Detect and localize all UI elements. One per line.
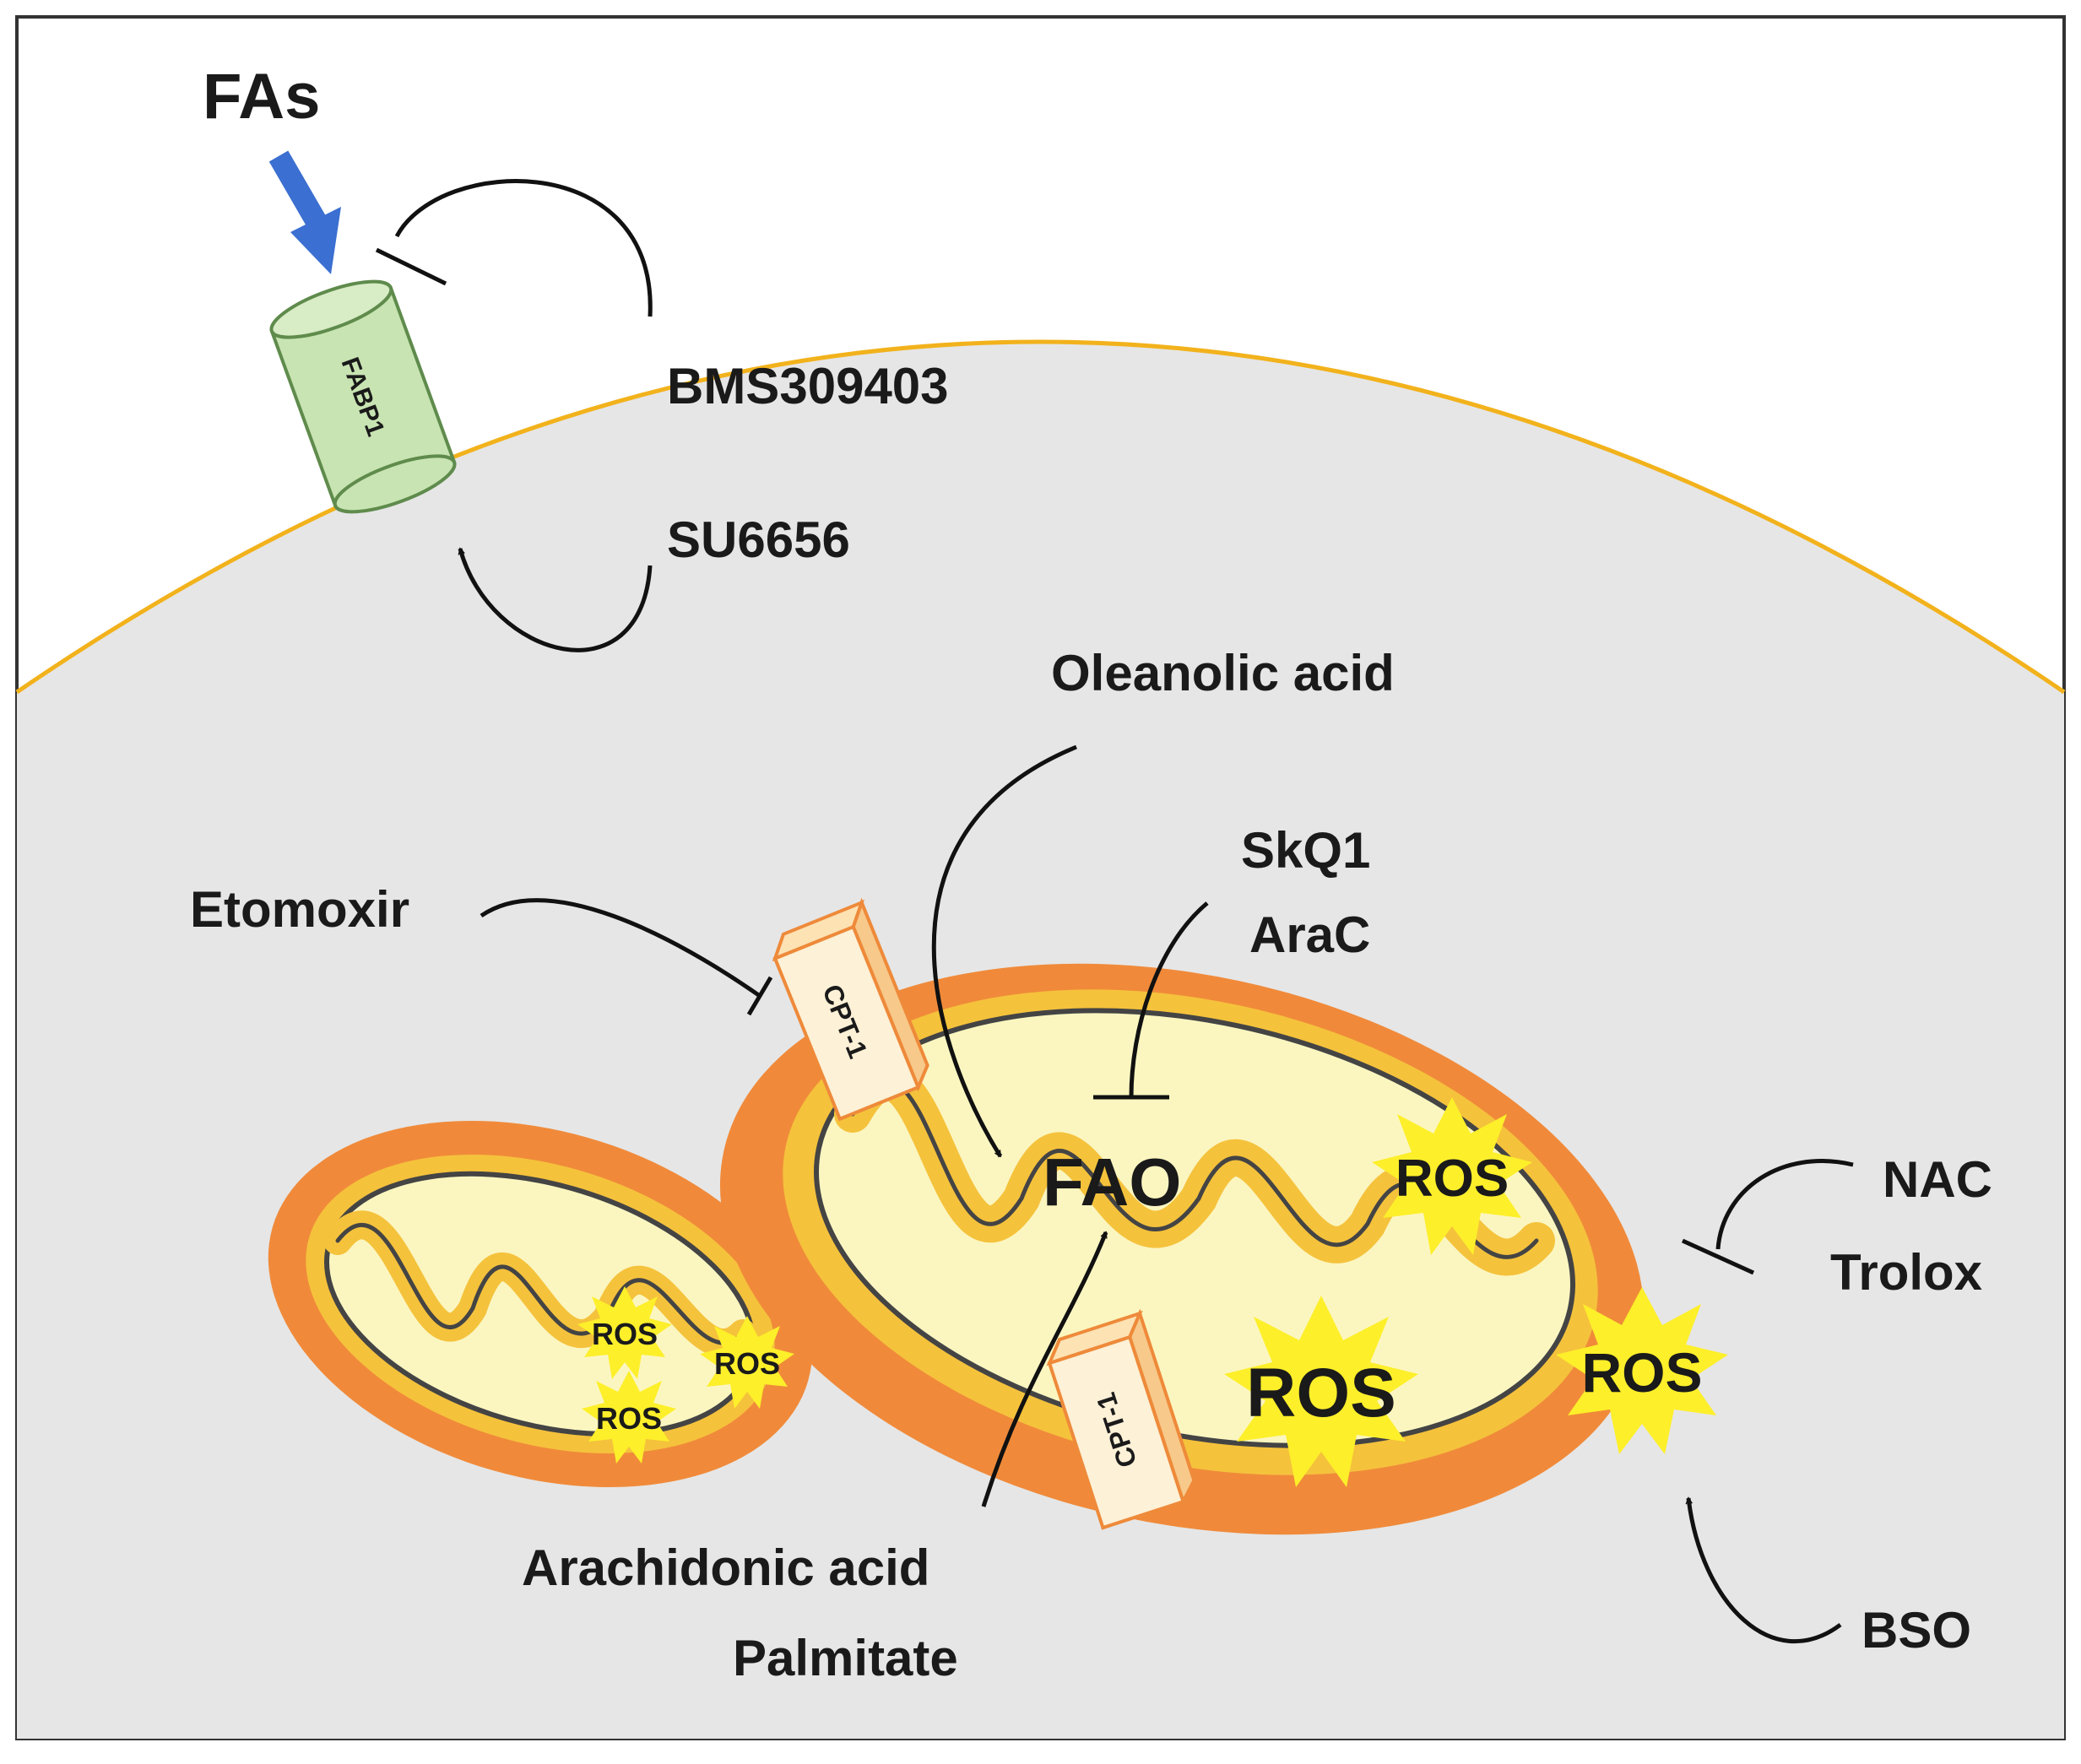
arac-label: AraC: [1249, 906, 1370, 963]
bso-activation-arrow: [1688, 1498, 1842, 1644]
nac-inhibition-line: [1715, 1159, 1854, 1250]
oleanolic-activation-arrow: [931, 744, 1077, 1156]
su6656-label: SU6656: [667, 511, 850, 568]
bso-label: BSO: [1862, 1602, 1971, 1658]
skq1-inhibition-line: [1129, 901, 1209, 1098]
ros-burst-1: ROS: [1372, 1097, 1532, 1255]
arachidonic-activation-arrow: [981, 1232, 1108, 1507]
cpt1-top: CPT-1: [772, 897, 929, 1122]
etomoxir-inhibition-line: [480, 898, 761, 998]
fao-label: FAO: [1043, 1144, 1181, 1220]
bms-inhibition-bar: [375, 247, 447, 286]
cell-membrane: [15, 339, 2066, 695]
oleanolic-acid-label: Oleanolic acid: [1051, 645, 1395, 701]
etomoxir-label: Etomoxir: [190, 881, 409, 938]
mitochondrion-large: [719, 963, 1645, 1535]
ros-burst-5: ROS: [700, 1316, 794, 1409]
su6656-activation-arrow: [458, 549, 653, 652]
ros-label-1: ROS: [1395, 1150, 1509, 1208]
fas-label: FAs: [203, 61, 320, 133]
nac-inhibition-bar: [1681, 1238, 1755, 1275]
ros-label-3: ROS: [1581, 1341, 1702, 1404]
fa-uptake-arrow: [268, 150, 341, 274]
fabp1-protein: FABP1: [269, 279, 457, 514]
ros-label-4: ROS: [592, 1317, 658, 1351]
cpt1-bottom: CPT-1: [1046, 1308, 1196, 1530]
bms-inhibition-line: [394, 179, 653, 317]
ros-burst-3: ROS: [1556, 1287, 1728, 1454]
skq1-label: SkQ1: [1241, 822, 1370, 879]
nac-label: NAC: [1883, 1151, 1992, 1208]
ros-label-5: ROS: [714, 1346, 780, 1381]
arachidonic-acid-label: Arachidonic acid: [522, 1539, 929, 1596]
ros-burst-6: ROS: [582, 1371, 676, 1464]
bms309403-label: BMS309403: [667, 358, 949, 414]
ros-label-2: ROS: [1246, 1355, 1396, 1431]
ros-burst-2: ROS: [1224, 1296, 1418, 1487]
trolox-label: Trolox: [1830, 1244, 1982, 1301]
mito-small-cristae-outline: [335, 1223, 745, 1345]
etomoxir-inhibition-bar: [746, 976, 773, 1016]
ros-burst-4: ROS: [577, 1286, 672, 1379]
palmitate-label: Palmitate: [733, 1630, 958, 1686]
ros-label-6: ROS: [596, 1401, 662, 1436]
